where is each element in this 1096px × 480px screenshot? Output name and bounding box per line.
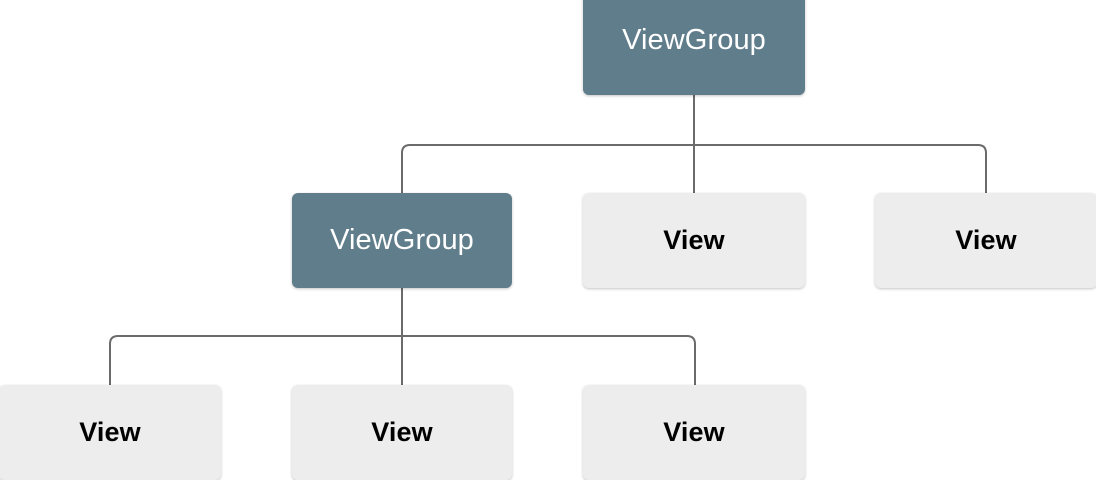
node-label: View — [79, 416, 141, 447]
node-view-5[interactable]: View — [583, 385, 805, 480]
node-label: View — [663, 416, 725, 447]
node-view-2[interactable]: View — [875, 193, 1096, 288]
edge-root-to-view-right — [694, 144, 987, 193]
node-view-1[interactable]: View — [583, 193, 805, 288]
edge-root-to-viewgroup-left — [401, 144, 694, 193]
node-viewgroup-child[interactable]: ViewGroup — [292, 193, 512, 288]
node-label: View — [663, 224, 725, 255]
node-label: ViewGroup — [330, 223, 474, 256]
node-label: View — [371, 416, 433, 447]
node-label: View — [955, 224, 1017, 255]
edge-viewgroup-to-view-left — [109, 335, 402, 385]
node-view-4[interactable]: View — [292, 385, 512, 480]
node-label: ViewGroup — [622, 23, 766, 56]
edge-viewgroup-to-view-right — [402, 335, 696, 385]
node-view-3[interactable]: View — [0, 385, 221, 480]
node-viewgroup-root[interactable]: ViewGroup — [583, 0, 805, 95]
